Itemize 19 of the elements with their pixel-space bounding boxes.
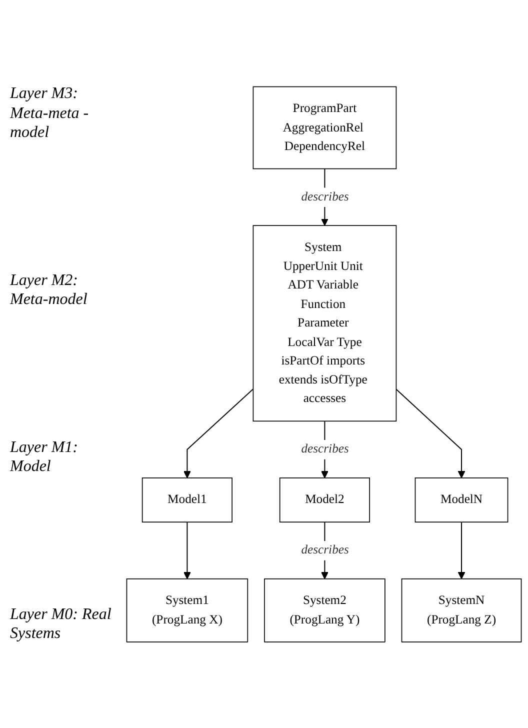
node-box: Model1 bbox=[142, 477, 232, 522]
arrow bbox=[396, 388, 466, 478]
layer-label: Layer M1: Model bbox=[10, 438, 79, 476]
node-box: ProgramPart AggregationRel DependencyRel bbox=[252, 86, 397, 169]
arrow bbox=[184, 522, 191, 579]
node-box: System1 (ProgLang X) bbox=[126, 578, 248, 642]
layer-label: Layer M3: Meta-meta -model bbox=[10, 84, 90, 142]
node-box: System2 (ProgLang Y) bbox=[264, 578, 386, 642]
edge-label: describes bbox=[301, 442, 349, 456]
edge-label: describes bbox=[301, 543, 349, 557]
arrow bbox=[458, 522, 466, 579]
node-box: System UpperUnit Unit ADT Variable Function Parameter LocalVar Type isPartOf imports extends isOfType accesses bbox=[252, 224, 397, 422]
layer-label: Layer M0: Real Systems bbox=[10, 605, 112, 644]
node-box: ModelN bbox=[414, 477, 508, 522]
node-box: Model2 bbox=[279, 477, 370, 522]
layer-label: Layer M2: Meta-model bbox=[10, 270, 88, 310]
node-box: SystemN (ProgLang Z) bbox=[401, 578, 522, 642]
arrow bbox=[184, 388, 254, 478]
edge-label: describes bbox=[301, 190, 349, 204]
